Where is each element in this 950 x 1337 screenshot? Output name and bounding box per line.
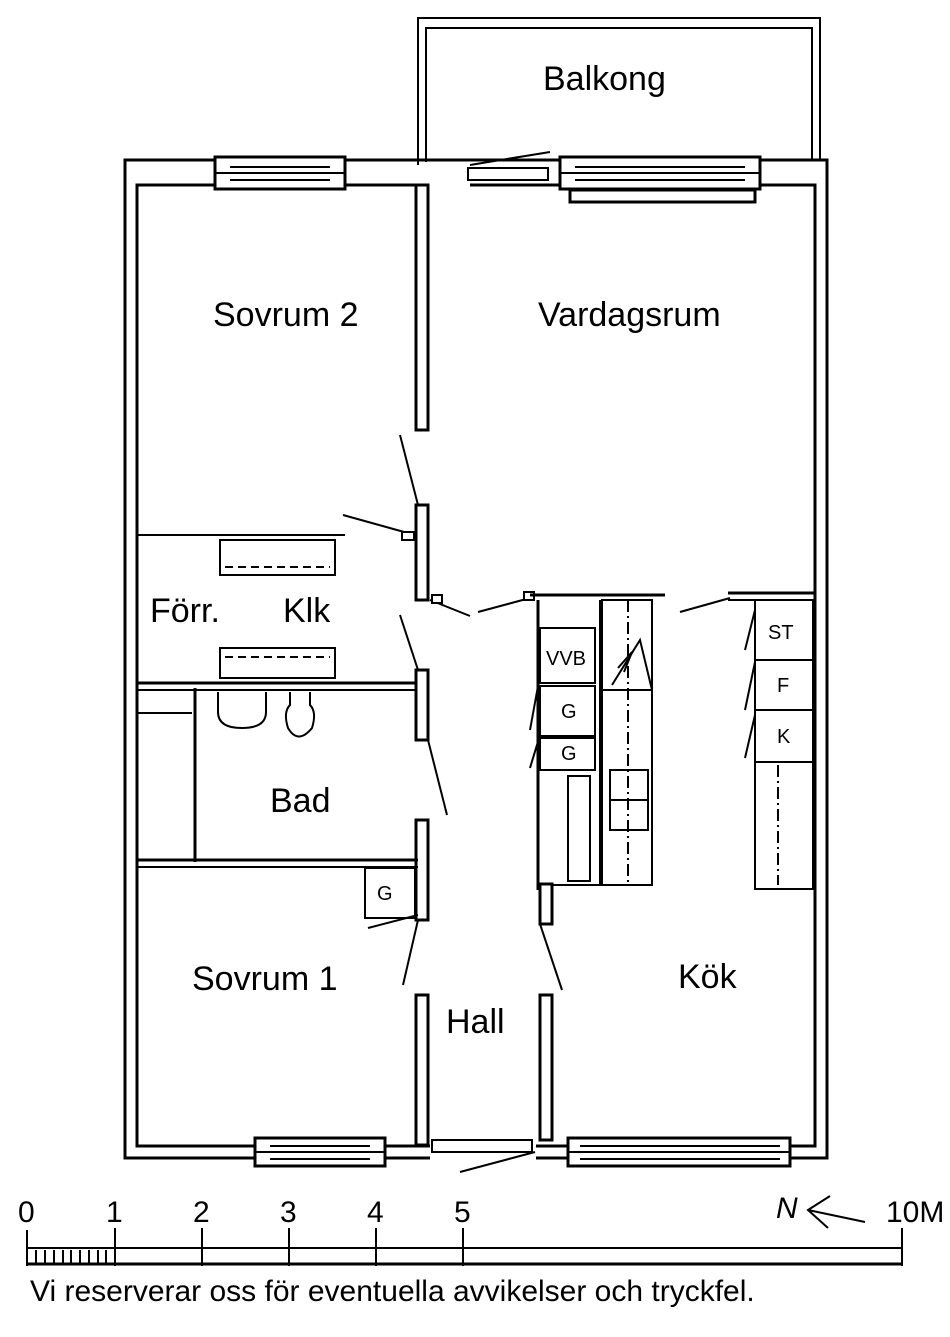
scale-tick-1: 1 <box>106 1196 123 1229</box>
fixture-label-vvb: VVB <box>546 648 586 670</box>
kitchen-fixtures <box>364 599 814 919</box>
fixture-label-k: K <box>777 726 791 748</box>
room-label-sovrum-1: Sovrum 1 <box>192 960 338 998</box>
room-label-forrad: Förr. <box>150 592 220 630</box>
room-label-klk: Klk <box>283 592 331 630</box>
scale-tick-2: 2 <box>193 1196 210 1229</box>
scale-tick-3: 3 <box>280 1196 297 1229</box>
scale-tick-4: 4 <box>367 1196 384 1229</box>
room-label-balkong: Balkong <box>543 60 666 98</box>
fixture-label-f: F <box>777 675 789 697</box>
fixture-label-st: ST <box>768 622 794 644</box>
north-arrow-icon <box>806 1195 866 1229</box>
fixture-label-g-1: G <box>561 701 577 723</box>
room-label-sovrum-2: Sovrum 2 <box>213 296 359 334</box>
room-label-bad: Bad <box>270 782 331 820</box>
room-label-vardagsrum: Vardagsrum <box>538 296 721 334</box>
bottom-windows <box>253 1136 792 1173</box>
north-label: N <box>776 1192 798 1225</box>
scale-bar <box>26 1228 903 1266</box>
scale-tick-0: 0 <box>18 1196 35 1229</box>
room-label-kok: Kök <box>678 958 738 996</box>
scale-end-label: 10M <box>886 1196 944 1229</box>
scale-tick-5: 5 <box>454 1196 471 1229</box>
balcony <box>417 17 821 165</box>
room-label-hall: Hall <box>446 1003 505 1041</box>
fixture-label-g-3: G <box>377 883 393 905</box>
interior-walls <box>137 183 815 1147</box>
fixture-label-g-2: G <box>561 743 577 765</box>
top-windows <box>213 151 762 204</box>
disclaimer-text: Vi reserverar oss för eventuella avvikel… <box>30 1275 755 1308</box>
